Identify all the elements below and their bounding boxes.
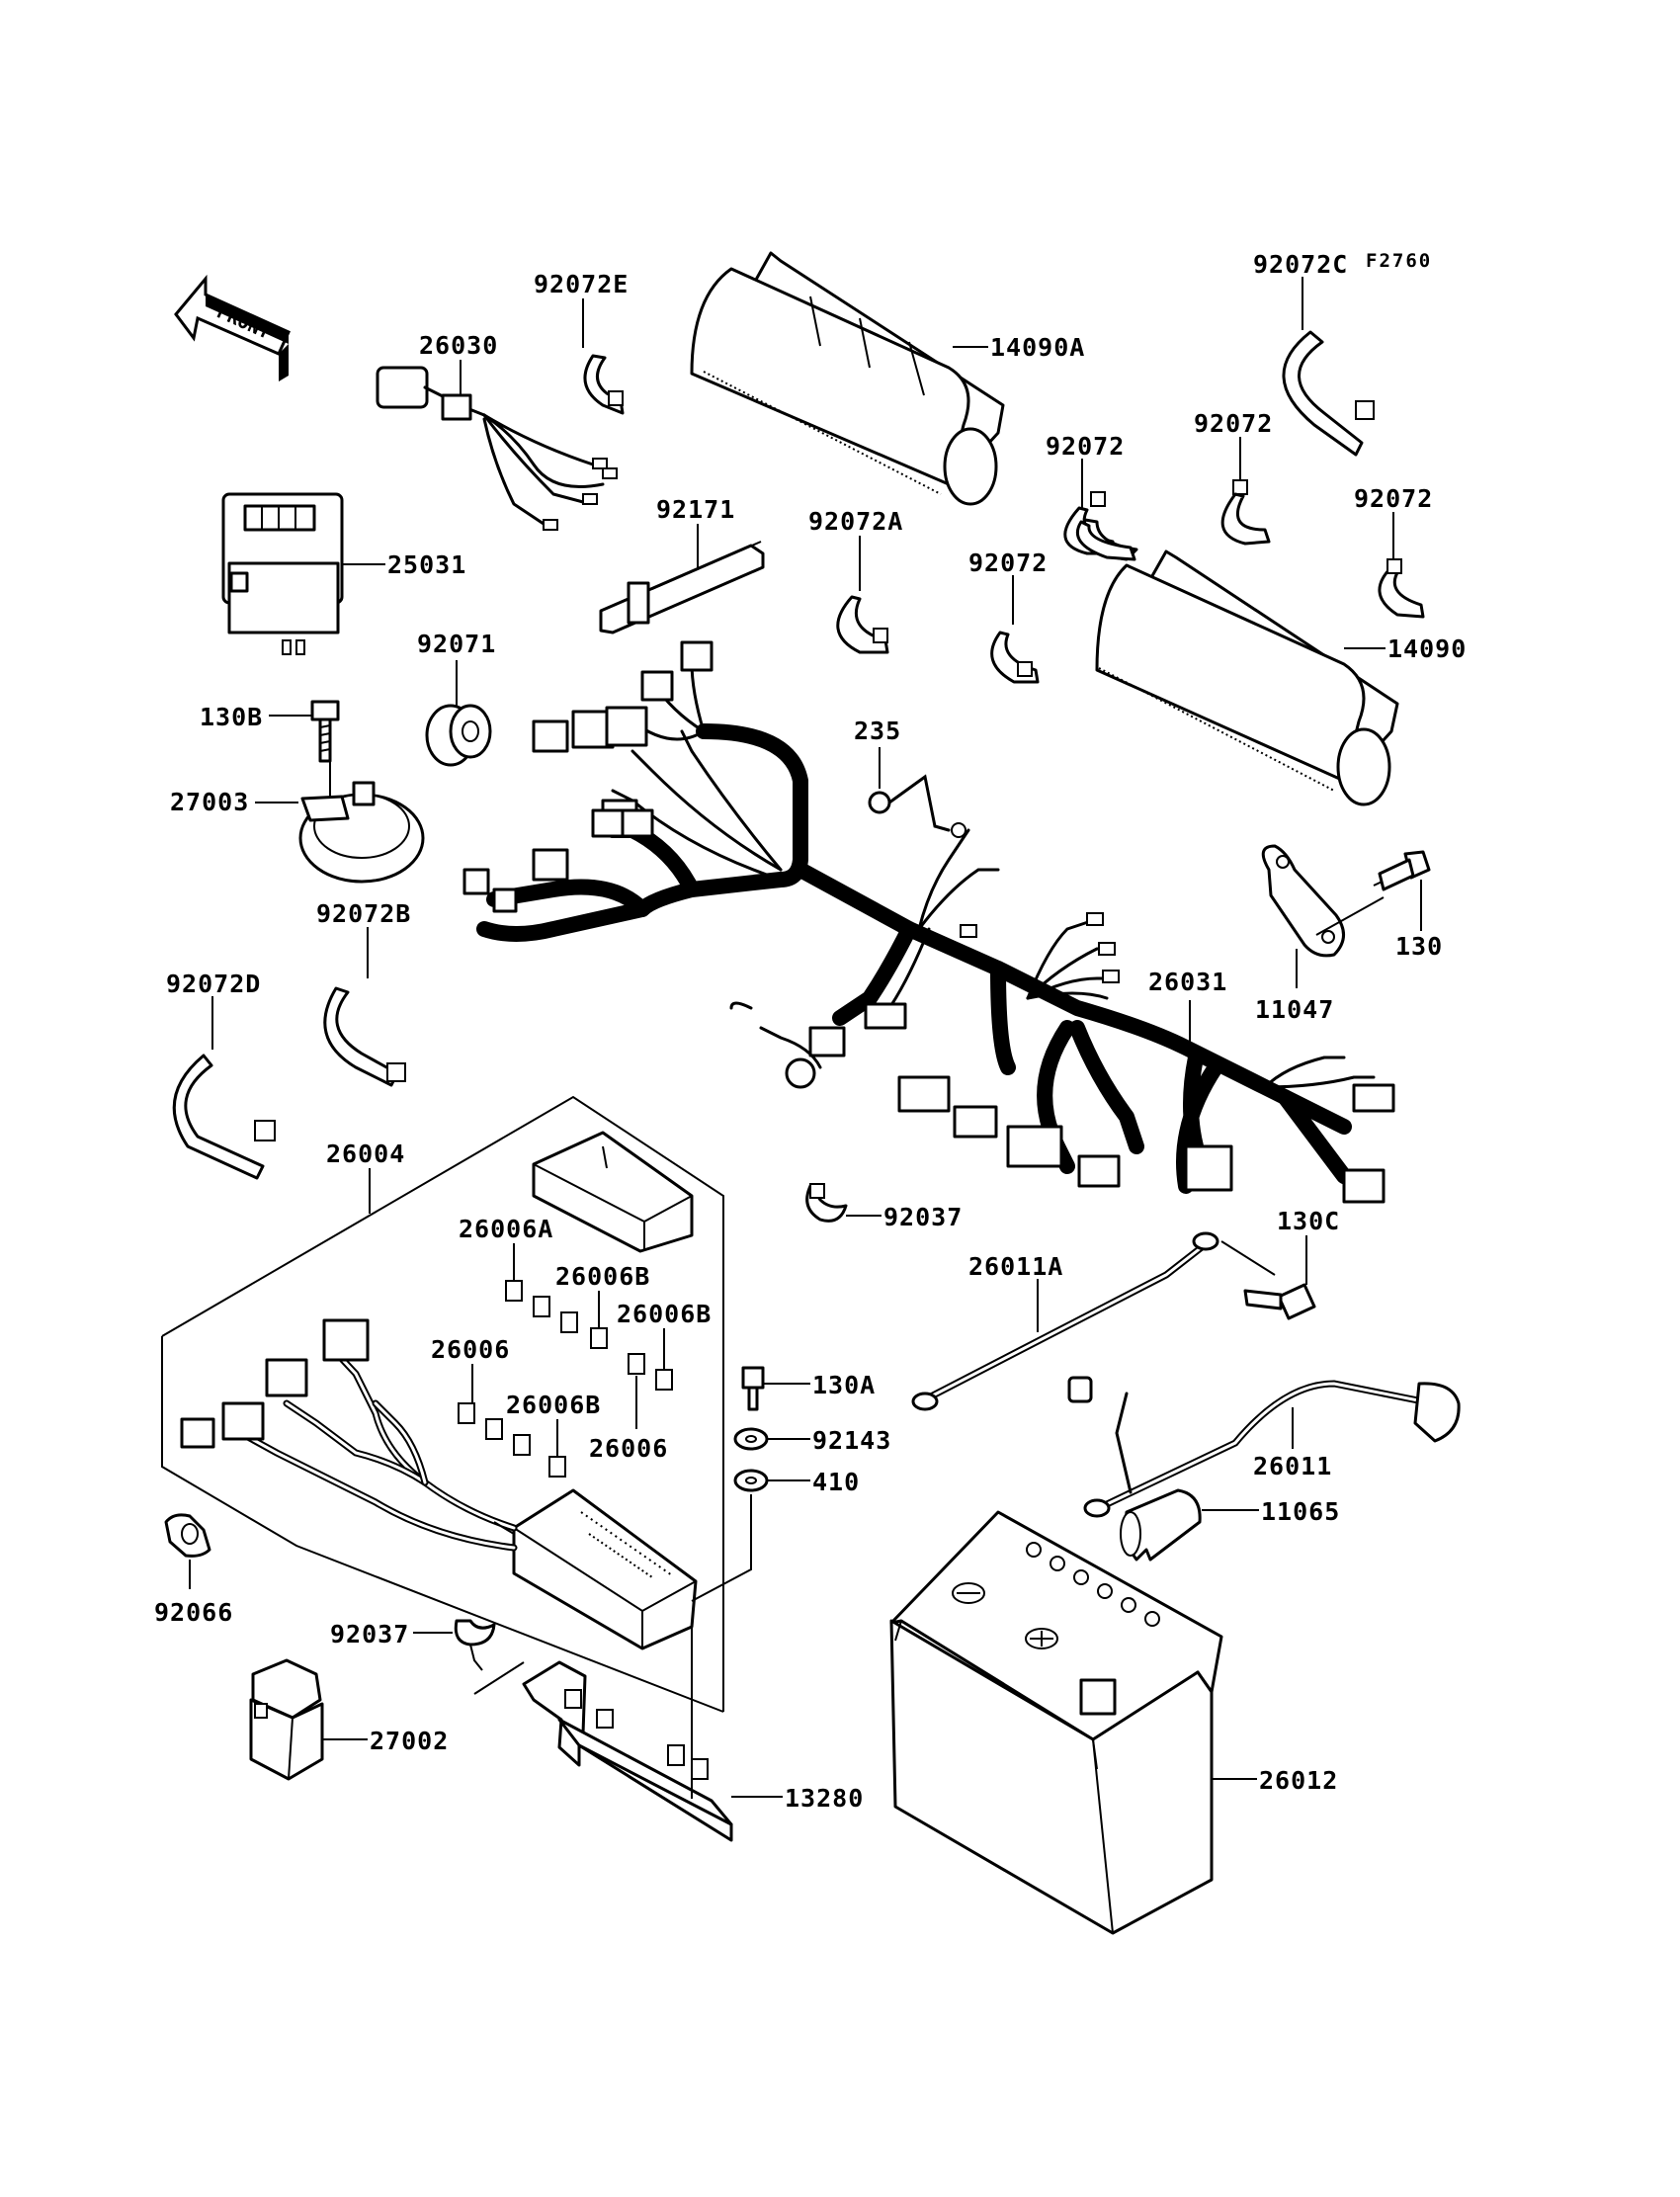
bolt-130a	[741, 1366, 765, 1411]
label-92072-a: 92072	[1194, 409, 1273, 438]
cable-tie-92072d	[172, 1054, 276, 1180]
plate-11047	[1261, 844, 1345, 958]
label-26006b-1: 26006B	[555, 1262, 650, 1291]
cable-tie-92072b	[323, 986, 406, 1087]
label-26004: 26004	[326, 1140, 405, 1168]
label-92072-c: 92072	[1046, 432, 1125, 461]
label-13280: 13280	[785, 1784, 864, 1813]
label-26011a: 26011A	[968, 1252, 1063, 1281]
label-27003: 27003	[170, 788, 249, 816]
label-92037-upper: 92037	[883, 1203, 963, 1231]
label-92071: 92071	[417, 630, 496, 658]
label-92072d: 92072D	[166, 970, 261, 998]
cable-tie-92072e	[583, 354, 625, 415]
label-92072-b: 92072	[1354, 484, 1433, 513]
main-harness-26031	[462, 640, 1395, 1204]
instrument-cover-14090a	[690, 251, 1005, 506]
washer-92143	[733, 1427, 769, 1451]
clamp-92037-upper	[805, 1183, 848, 1223]
label-11065: 11065	[1261, 1497, 1340, 1526]
instrument-cover-14090	[1095, 549, 1399, 806]
front-arrow-icon: FRONT	[174, 274, 291, 381]
label-27002: 27002	[370, 1727, 449, 1755]
bracket-13280	[522, 1660, 733, 1842]
bolt-130b	[310, 700, 340, 763]
fuse-box-lid	[532, 1131, 694, 1253]
fuse-box-group-26004	[161, 1095, 724, 1713]
cable-tie-92072-d	[990, 631, 1040, 684]
label-11047: 11047	[1255, 995, 1334, 1024]
label-92171: 92171	[656, 495, 735, 524]
label-26031: 26031	[1148, 968, 1227, 996]
label-92072a: 92072A	[808, 507, 903, 536]
bracket-92171	[599, 541, 765, 634]
terminal-cap-11065	[1120, 1488, 1202, 1562]
label-410: 410	[812, 1468, 860, 1496]
label-130a: 130A	[812, 1371, 876, 1399]
label-92072c: 92072C	[1253, 250, 1348, 279]
battery-26012	[889, 1510, 1223, 1935]
battery-cable-26011a	[911, 1231, 1219, 1411]
label-26006-1: 26006	[431, 1335, 510, 1364]
bolt-130	[1373, 850, 1431, 891]
washer-410	[733, 1469, 769, 1492]
label-92143: 92143	[812, 1426, 891, 1455]
battery-cable-26011	[1067, 1376, 1461, 1518]
relay-27002	[249, 1658, 324, 1781]
label-92072b: 92072B	[316, 899, 411, 928]
sub-harness-26030	[376, 366, 618, 531]
label-130c: 130C	[1277, 1207, 1340, 1235]
label-26006-2: 26006	[589, 1434, 668, 1463]
label-25031: 25031	[387, 550, 466, 579]
figure-code: F2760	[1366, 250, 1432, 272]
label-92072e: 92072E	[534, 270, 629, 298]
screw-235	[868, 774, 966, 838]
label-26030: 26030	[419, 331, 498, 360]
label-92072-d: 92072	[968, 549, 1048, 577]
cable-tie-92072-c	[1075, 520, 1136, 561]
label-235: 235	[854, 717, 901, 745]
grommet-92071	[425, 704, 492, 767]
label-26011: 26011	[1253, 1452, 1332, 1480]
label-130b: 130B	[200, 703, 263, 731]
horn-27003	[298, 781, 425, 884]
label-92037-lower: 92037	[330, 1620, 409, 1648]
clamp-92037-lower	[454, 1619, 496, 1671]
label-130: 130	[1395, 932, 1443, 961]
fuse-box-harness	[180, 1318, 518, 1552]
bolt-130c	[1243, 1283, 1316, 1320]
cable-tie-92072c	[1282, 330, 1375, 457]
fuse-box-body	[512, 1488, 698, 1650]
fuses	[458, 1280, 673, 1478]
hour-meter-25031	[221, 492, 344, 655]
label-26006b-3: 26006B	[506, 1391, 601, 1419]
label-26006b-2: 26006B	[617, 1300, 712, 1328]
label-26012: 26012	[1259, 1766, 1338, 1795]
label-14090a: 14090A	[990, 333, 1085, 362]
label-26006a: 26006A	[459, 1215, 553, 1243]
label-14090: 14090	[1387, 634, 1467, 663]
label-92066: 92066	[154, 1598, 233, 1627]
cable-tie-92072a	[836, 595, 889, 654]
grommet-92066	[164, 1513, 211, 1558]
